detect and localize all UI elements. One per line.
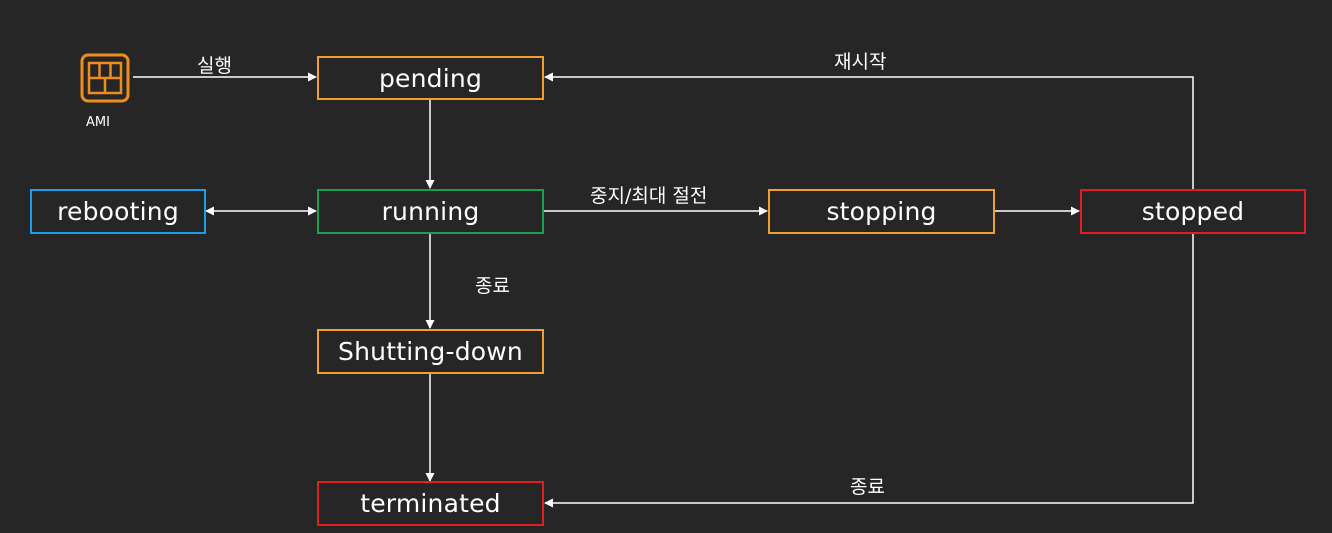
state-shutting-down: Shutting-down	[317, 329, 544, 374]
arrow-stopped-to-pending	[544, 72, 1194, 189]
arrow-stopped-to-terminated	[544, 233, 1194, 508]
state-stopped: stopped	[1080, 189, 1306, 234]
ami-chip-icon	[80, 53, 130, 103]
state-pending: pending	[317, 56, 544, 100]
label-stop-hibernate: 중지/최대 절전	[590, 185, 708, 207]
label-terminate-running: 종료	[475, 275, 510, 297]
label-restart: 재시작	[834, 51, 887, 73]
state-running: running	[317, 189, 544, 234]
ami-label: AMI	[86, 115, 110, 130]
state-rebooting: rebooting	[30, 189, 206, 234]
state-terminated: terminated	[317, 481, 544, 526]
state-stopping: stopping	[768, 189, 995, 234]
label-terminate-stopped: 종료	[850, 476, 885, 498]
label-launch: 실행	[197, 55, 232, 77]
